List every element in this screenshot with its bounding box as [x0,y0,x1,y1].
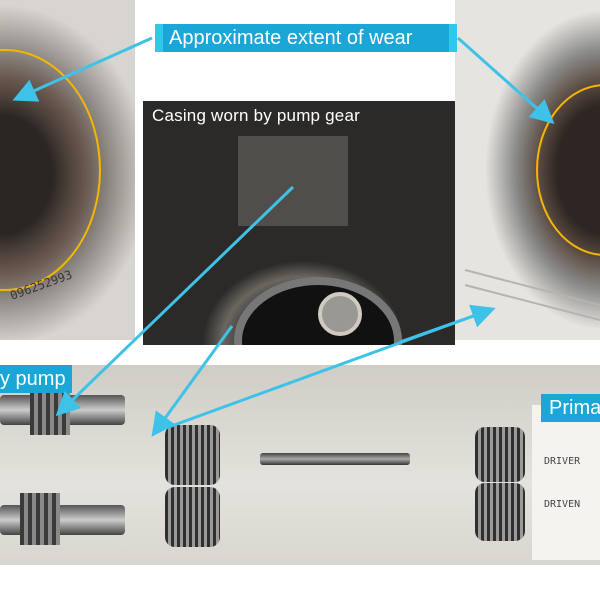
primary-pump-callout: Prima [541,394,600,422]
right-casing-detail [464,84,600,321]
driver-label: DRIVER [544,456,581,467]
gear-upper-right [475,427,525,482]
casing-caption: Casing worn by pump gear [152,106,360,125]
gear-spline-center [318,292,362,336]
arrow-casing-to-aux-gear [55,185,295,417]
wear-callout: Approximate extent of wear [155,24,457,52]
arrow-casing-to-middle-gear [151,325,234,437]
pump-parts-photo: DRIVER DRIVEN [0,365,600,565]
label-paper [532,405,600,560]
center-casing-detail [234,136,402,345]
arrow-right-head [399,304,496,344]
gear-teeth-lower [20,493,60,545]
gear-lower-middle [165,487,220,547]
drive-shaft [260,453,410,465]
wear-circle-right [536,84,600,256]
auxiliary-pump-callout: y pump [0,365,72,393]
wear-circle-left [0,49,101,291]
arrow-wear-left [12,36,153,102]
driven-label: DRIVEN [544,499,581,510]
center-casing-photo: Casing worn by pump gear [143,101,455,345]
arrow-wear-right [457,36,555,124]
left-casing-detail: 096252993 [0,49,101,303]
gear-lower-right [475,483,525,541]
